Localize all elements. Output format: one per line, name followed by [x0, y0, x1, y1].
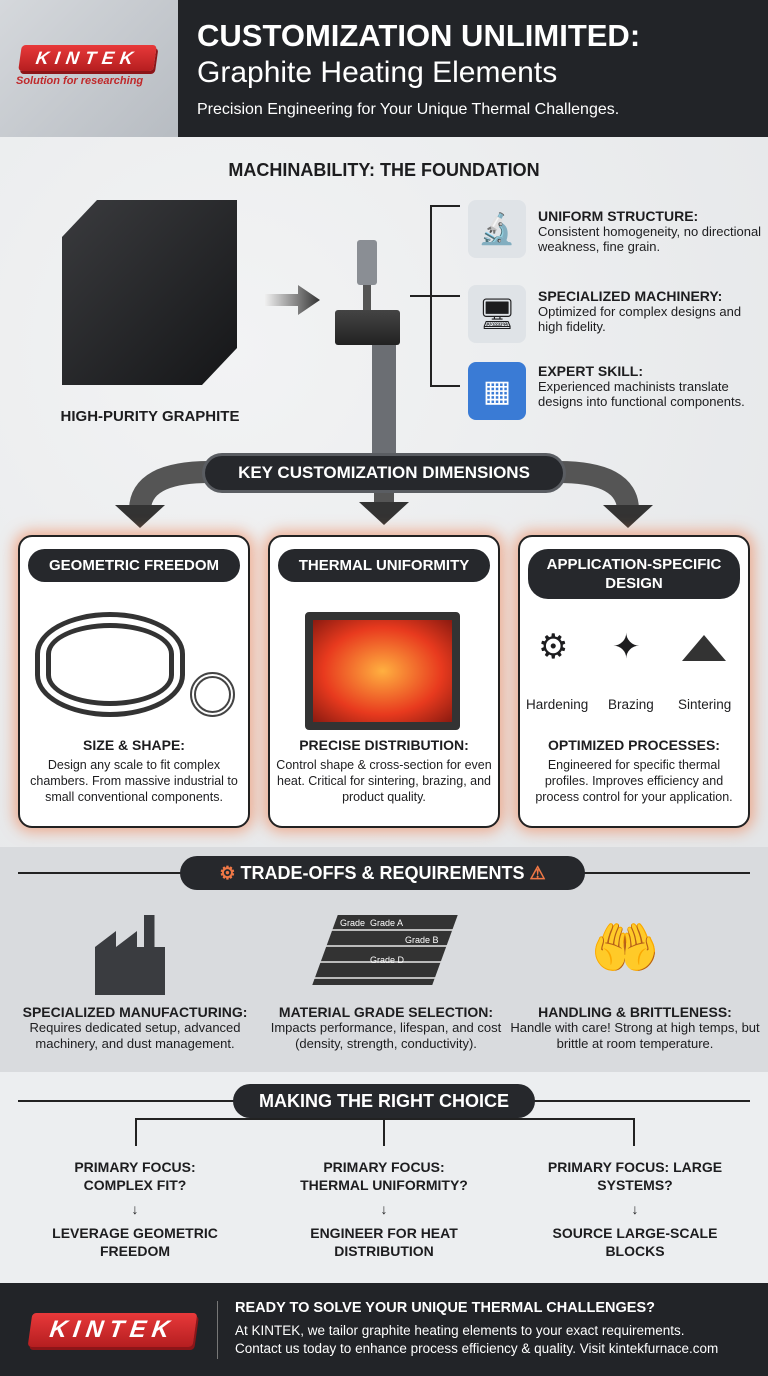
tradeoff-item: SPECIALIZED MANUFACTURING: Requires dedi…: [10, 1004, 260, 1052]
page-title: CUSTOMIZATION UNLIMITED:: [197, 18, 641, 53]
choice-action: ENGINEER FOR HEAT DISTRIBUTION: [310, 1225, 458, 1259]
card-application-specific: APPLICATION-SPECIFIC DESIGN ⚙ ✦ Hardenin…: [518, 535, 750, 828]
choice-branch: [135, 1118, 137, 1146]
footer-line1: At KINTEK, we tailor graphite heating el…: [235, 1323, 685, 1338]
page-title-line2: Graphite Heating Elements: [197, 56, 558, 89]
choice-action: LEVERAGE GEOMETRIC FREEDOM: [52, 1225, 218, 1259]
tradeoffs-title: ⚙ TRADE-OFFS & REQUIREMENTS ⚠: [180, 856, 585, 890]
tradeoff-desc: Requires dedicated setup, advanced machi…: [29, 1020, 241, 1051]
page-subtitle: Precision Engineering for Your Unique Th…: [197, 101, 620, 118]
brazing-icon: ✦: [612, 628, 641, 666]
flow-arrows: [115, 461, 653, 528]
microscope-icon: 🔬: [468, 200, 526, 258]
grade-label: Grade B: [405, 935, 439, 945]
tradeoff-item: HANDLING & BRITTLENESS: Handle with care…: [510, 1004, 760, 1052]
kintek-logo: KINTEK: [18, 45, 157, 71]
tradeoff-title: MATERIAL GRADE SELECTION:: [278, 1004, 494, 1020]
warning-icon: ⚠: [524, 863, 546, 883]
card-subtitle: OPTIMIZED PROCESSES:: [548, 737, 720, 753]
bracket-branch: [430, 295, 460, 297]
tradeoff-title: HANDLING & BRITTLENESS:: [538, 1004, 732, 1020]
down-arrow-icon: ↓: [631, 1201, 639, 1217]
graphite-block-icon: [62, 200, 237, 385]
dimensions-title: KEY CUSTOMIZATION DIMENSIONS: [205, 456, 563, 490]
process-label: Sintering: [678, 697, 732, 712]
card-geometric-freedom: GEOMETRIC FREEDOM SIZE & SHAPE: Design a…: [18, 535, 250, 828]
hands-broken-heart-icon: 🤲: [590, 916, 660, 979]
choice-branch-line: [135, 1118, 635, 1120]
card-thermal-uniformity: THERMAL UNIFORMITY PRECISE DISTRIBUTION:…: [268, 535, 500, 828]
footer-kintek-logo: KINTEK: [27, 1313, 198, 1347]
down-arrow-icon: ↓: [380, 1201, 388, 1217]
feature-title: SPECIALIZED MACHINERY:: [538, 288, 723, 304]
bracket-branch: [430, 385, 460, 387]
choice-action: SOURCE LARGE-SCALE BLOCKS: [552, 1225, 718, 1259]
grade-label: Grade: [340, 918, 366, 928]
tradeoff-item: MATERIAL GRADE SELECTION: Impacts perfor…: [268, 1004, 504, 1052]
feature-item: SPECIALIZED MACHINERY: Optimized for com…: [538, 288, 763, 334]
tradeoffs-title-text: TRADE-OFFS & REQUIREMENTS: [240, 863, 525, 883]
bracket-stem: [410, 295, 430, 297]
gear-flame-icon: ⚙: [538, 628, 569, 666]
card-desc: Engineered for specific thermal profiles…: [535, 758, 733, 804]
footer-divider: [217, 1301, 218, 1359]
card-title: THERMAL UNIFORMITY: [278, 549, 490, 582]
machining-tool-icon: [335, 240, 400, 345]
card-subtitle: SIZE & SHAPE:: [83, 737, 185, 753]
flow-connector: [372, 345, 396, 460]
powder-pile-icon: [682, 635, 726, 661]
furnace-heat-icon: [305, 612, 460, 730]
feature-desc: Consistent homogeneity, no directional w…: [538, 224, 762, 254]
card-desc: Control shape & cross-section for even h…: [276, 758, 492, 804]
spiral-element-icon: [190, 672, 235, 717]
coil-element-icon: [35, 612, 185, 717]
down-arrow-icon: ↓: [131, 1201, 139, 1217]
feature-title: UNIFORM STRUCTURE:: [538, 208, 699, 224]
graphite-label: HIGH-PURITY GRAPHITE: [60, 408, 240, 425]
choice-focus: PRIMARY FOCUS: LARGE SYSTEMS?: [547, 1159, 723, 1193]
process-label: Hardening: [526, 697, 589, 712]
feature-title: EXPERT SKILL:: [538, 363, 644, 379]
machinability-title: MACHINABILITY: THE FOUNDATION: [228, 160, 540, 180]
choice-branch: [383, 1118, 385, 1146]
feature-desc: Experienced machinists translate designs…: [538, 379, 745, 409]
card-title: APPLICATION-SPECIFIC DESIGN: [528, 549, 740, 599]
footer: KINTEK READY TO SOLVE YOUR UNIQUE THERMA…: [0, 1283, 768, 1376]
process-label: Brazing: [608, 697, 654, 712]
tradeoff-desc: Impacts performance, lifespan, and cost …: [270, 1020, 502, 1051]
choice-branch: [633, 1118, 635, 1146]
grade-label: Grade A: [370, 918, 404, 928]
card-desc: Design any scale to fit complex chambers…: [30, 758, 238, 804]
header-logo-panel: KINTEK Solution for researching: [0, 0, 178, 137]
footer-headline: READY TO SOLVE YOUR UNIQUE THERMAL CHALL…: [235, 1300, 656, 1316]
feature-item: UNIFORM STRUCTURE: Consistent homogeneit…: [538, 208, 763, 254]
blueprint-icon: ▦: [468, 362, 526, 420]
header-title-panel: [178, 0, 768, 137]
footer-line2[interactable]: Contact us today to enhance process effi…: [235, 1341, 719, 1356]
tradeoff-title: SPECIALIZED MANUFACTURING:: [22, 1004, 248, 1020]
feature-item: EXPERT SKILL: Experienced machinists tra…: [538, 363, 763, 409]
cnc-machine-icon: 🖥: [468, 285, 526, 343]
logo-tagline: Solution for researching: [16, 75, 144, 87]
gear-warning-icon: ⚙: [219, 863, 241, 883]
choice-focus: PRIMARY FOCUS: THERMAL UNIFORMITY?: [300, 1159, 468, 1193]
card-subtitle: PRECISE DISTRIBUTION:: [299, 737, 469, 753]
feature-desc: Optimized for complex designs and high f…: [538, 304, 742, 334]
card-title: GEOMETRIC FREEDOM: [28, 549, 240, 582]
choice-title: MAKING THE RIGHT CHOICE: [233, 1084, 535, 1118]
bracket-branch: [430, 205, 460, 207]
choice-focus: PRIMARY FOCUS: COMPLEX FIT?: [74, 1159, 196, 1193]
grade-label: Grade D: [370, 955, 405, 965]
tradeoff-desc: Handle with care! Strong at high temps, …: [510, 1020, 760, 1051]
